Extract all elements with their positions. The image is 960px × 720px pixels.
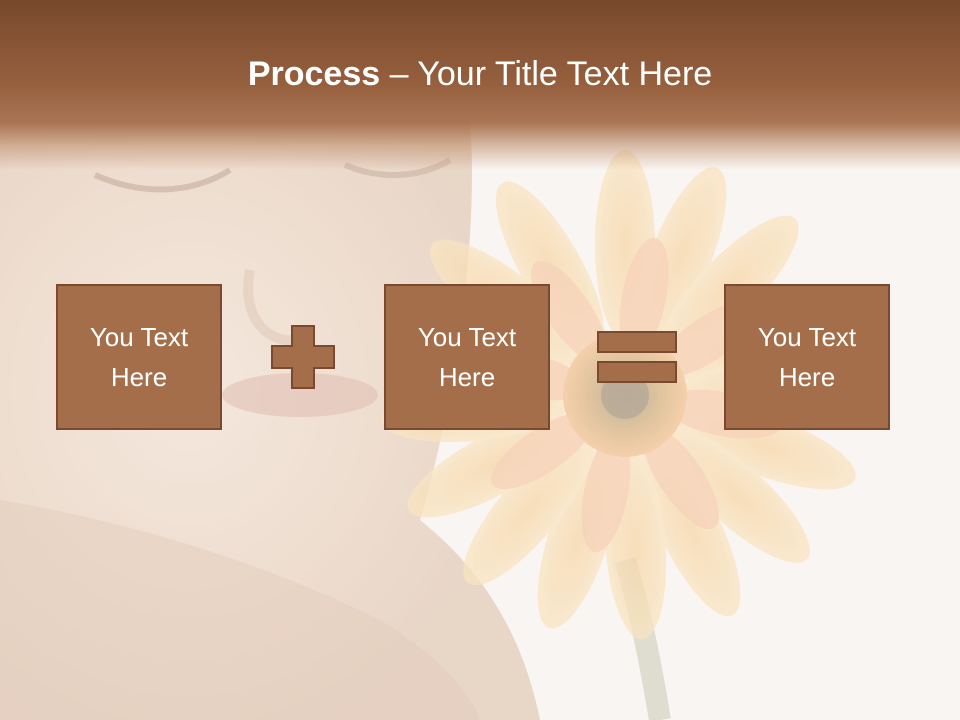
slide-title: Process – Your Title Text Here: [0, 52, 960, 96]
process-box-label: You Text Here: [417, 322, 517, 392]
title-text: – Your Title Text Here: [380, 55, 713, 93]
process-box-3[interactable]: You Text Here: [724, 284, 890, 430]
plus-icon: [271, 325, 335, 389]
title-bold: Process: [247, 55, 381, 93]
process-box-1[interactable]: You Text Here: [56, 284, 222, 430]
process-box-label: You Text Here: [89, 322, 189, 392]
process-box-2[interactable]: You Text Here: [384, 284, 550, 430]
process-box-label: You Text Here: [757, 322, 857, 392]
title-band: [0, 0, 960, 170]
equals-icon: [597, 331, 677, 383]
